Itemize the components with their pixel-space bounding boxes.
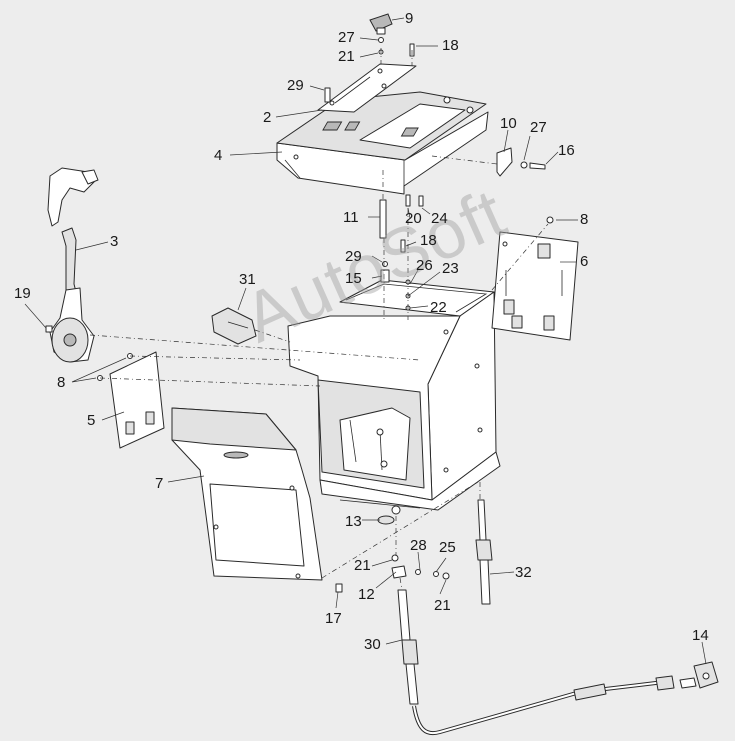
connector-part-14 (679, 661, 719, 689)
callout-24: 24 (431, 210, 448, 227)
top-cover-part-4 (276, 91, 489, 195)
callout-7: 7 (155, 475, 164, 492)
main-housing (287, 279, 501, 511)
callout-8: 8 (57, 374, 66, 391)
side-panel-part-5 (97, 351, 165, 449)
callout-27: 27 (530, 119, 547, 136)
callout-11: 11 (343, 209, 359, 226)
cable-end-part-32 (475, 499, 493, 605)
side-panel-part-6 (491, 216, 579, 341)
door-part-7 (171, 407, 323, 581)
callout-2: 2 (263, 109, 272, 126)
bracket-part-10 (496, 147, 546, 177)
callout-32: 32 (515, 564, 532, 581)
callout-leaders (24, 17, 707, 665)
callout-5: 5 (87, 412, 96, 429)
callout-25: 25 (439, 539, 456, 556)
callout-15: 15 (345, 270, 362, 287)
component-part-31 (211, 307, 257, 345)
callout-19: 19 (14, 285, 31, 302)
cable-part-30 (397, 589, 675, 736)
callout-16: 16 (558, 142, 575, 159)
callout-21: 21 (354, 557, 371, 574)
knob-part-9 (369, 13, 393, 55)
callout-26: 26 (416, 257, 433, 274)
callout-29: 29 (345, 248, 362, 265)
assembly-axis-lines (89, 48, 549, 591)
callout-28: 28 (410, 537, 427, 554)
top-plate-part-2 (317, 63, 417, 113)
callout-27: 27 (338, 29, 355, 46)
callout-17: 17 (325, 610, 342, 627)
callout-8: 8 (580, 211, 589, 228)
callout-30: 30 (364, 636, 381, 653)
callout-23: 23 (442, 260, 459, 277)
callout-6: 6 (580, 253, 589, 270)
callout-18: 18 (442, 37, 459, 54)
callout-21: 21 (434, 597, 451, 614)
callout-3: 3 (110, 233, 119, 250)
callout-31: 31 (239, 271, 256, 288)
callout-14: 14 (692, 627, 709, 644)
callout-13: 13 (345, 513, 362, 530)
callout-4: 4 (214, 147, 223, 164)
hardware-below-housing (335, 505, 450, 593)
callout-10: 10 (500, 115, 517, 132)
callout-9: 9 (405, 10, 414, 27)
gear-lever-part-3 (45, 167, 99, 363)
callout-22: 22 (430, 299, 447, 316)
callout-29: 29 (287, 77, 304, 94)
callout-20: 20 (405, 210, 422, 227)
callout-21: 21 (338, 48, 355, 65)
callout-18: 18 (420, 232, 437, 249)
callout-12: 12 (358, 586, 375, 603)
